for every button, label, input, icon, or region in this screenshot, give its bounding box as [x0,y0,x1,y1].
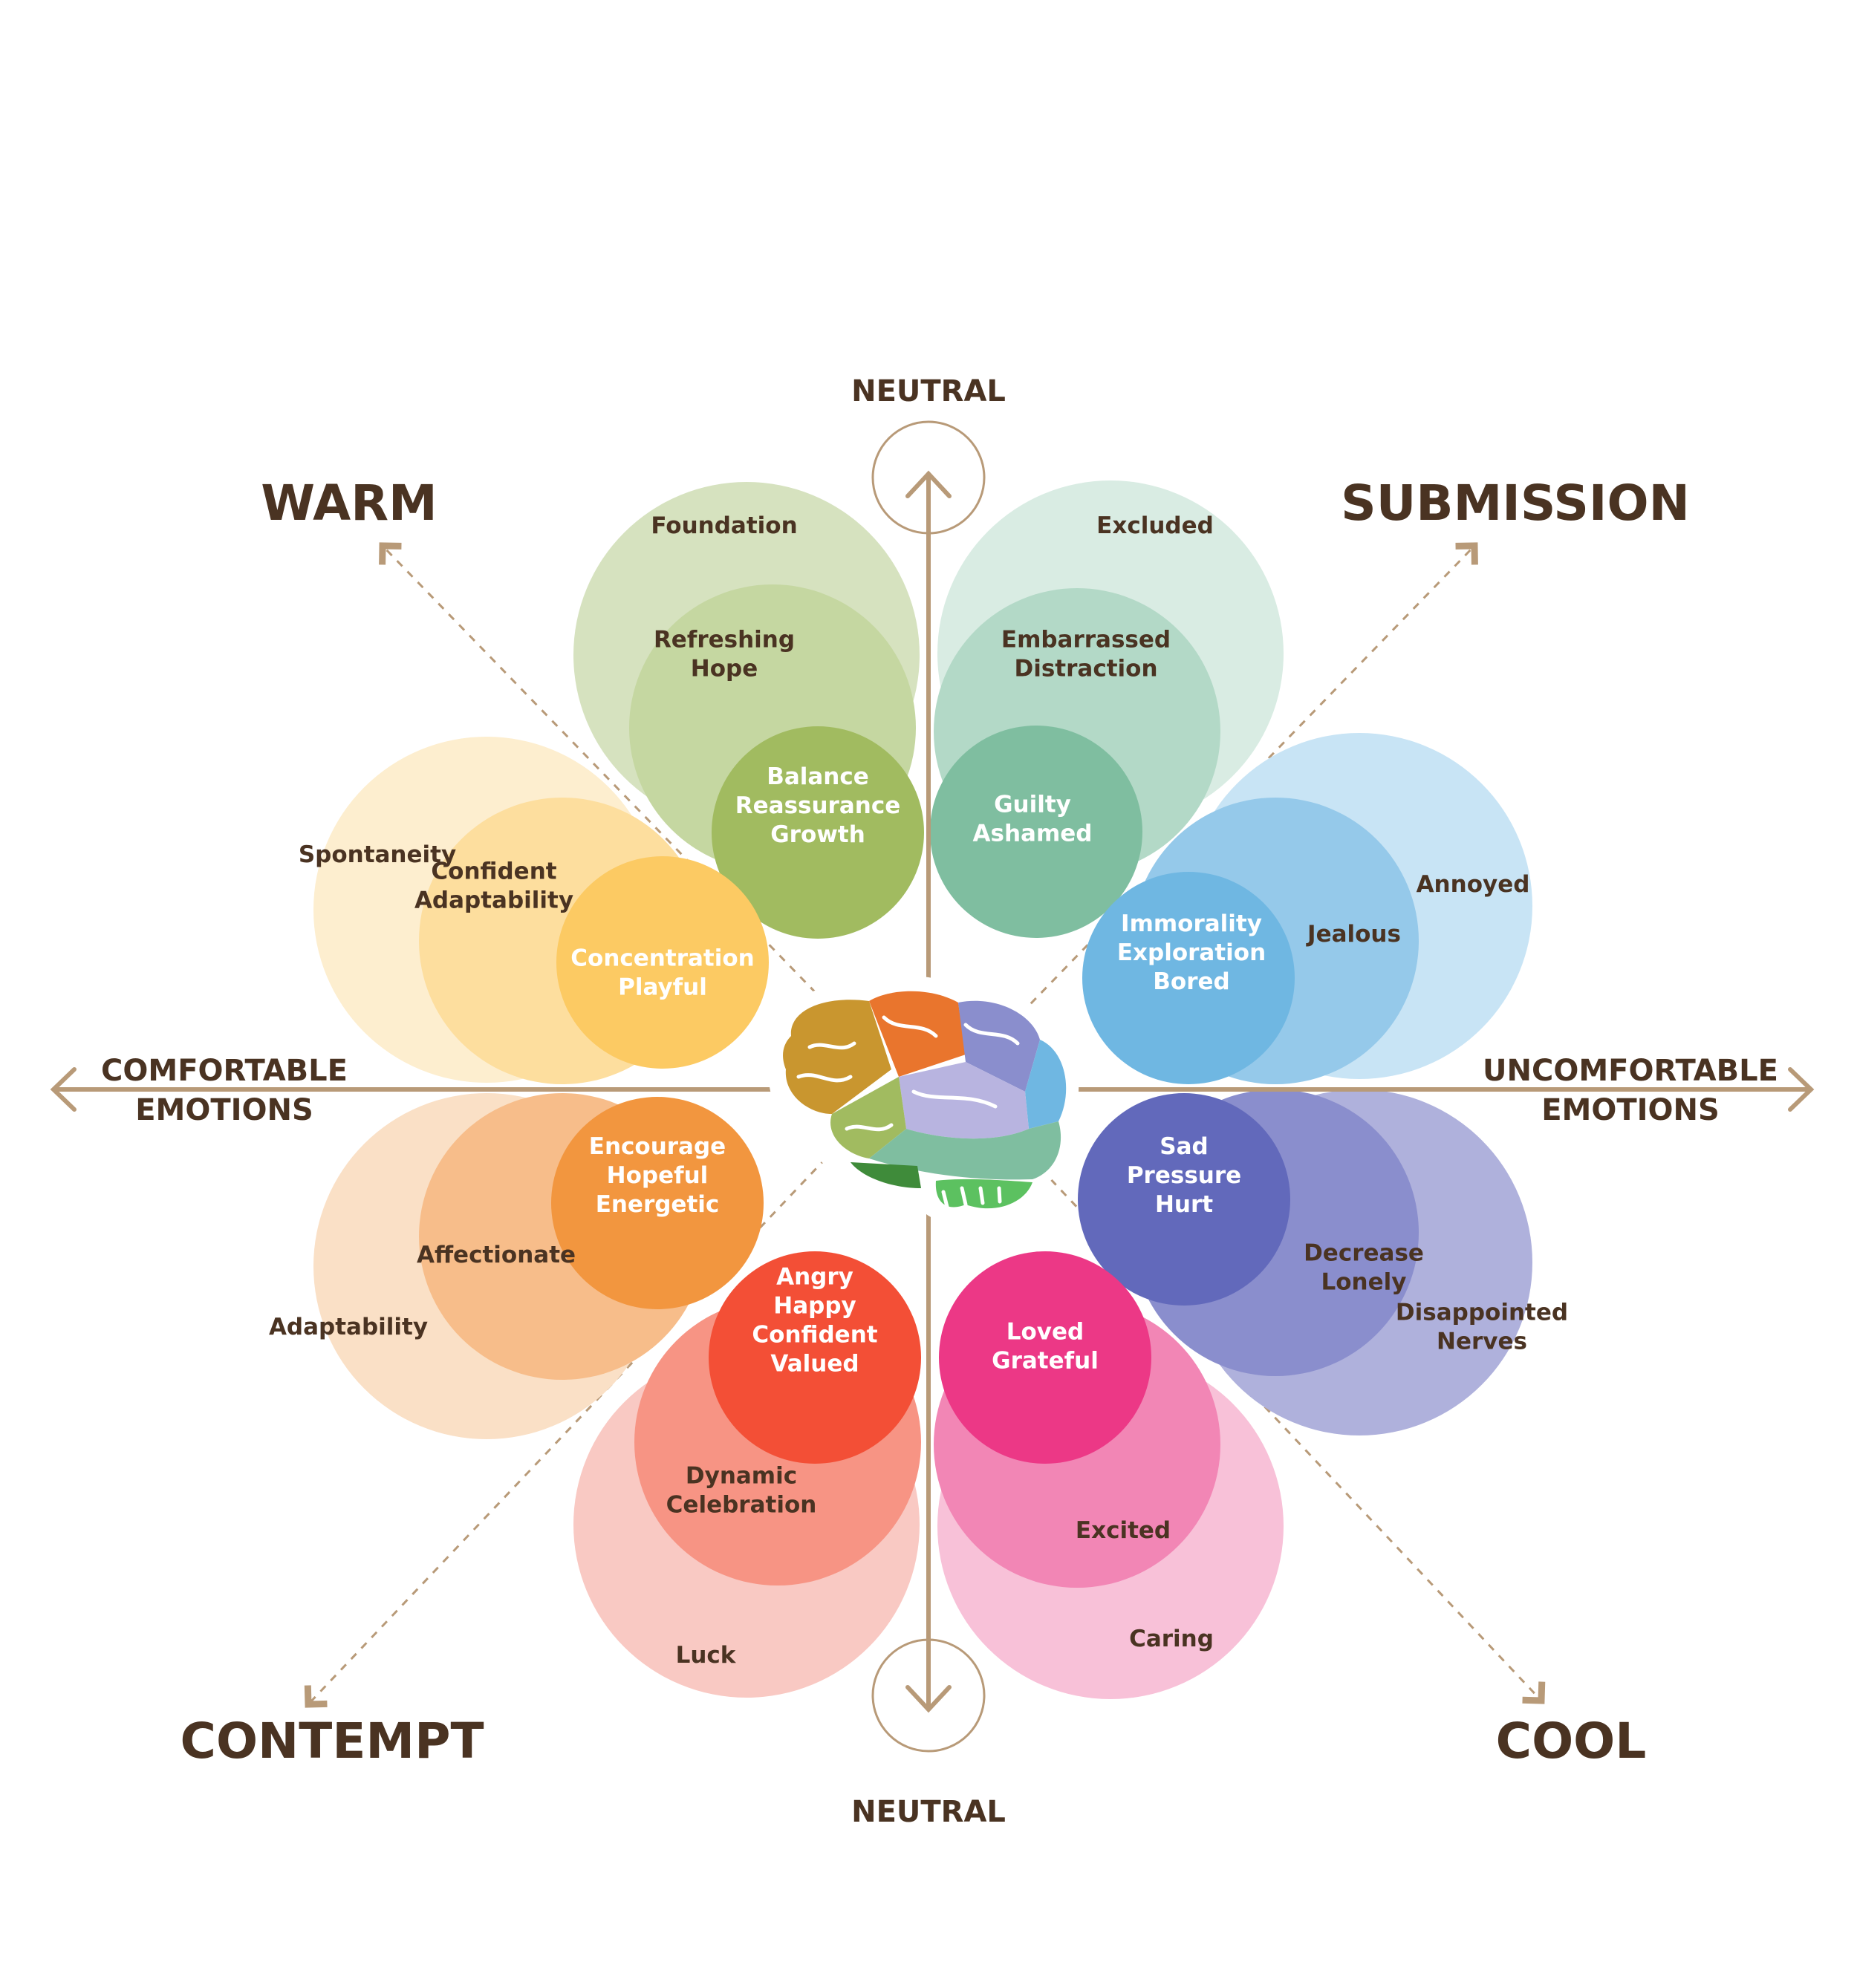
petal-yellow-inner-label: Concentration [570,945,754,972]
petal-orange-inner-label: Encourage [589,1133,726,1160]
petal-red-inner-label: Happy [773,1293,856,1320]
petal-red-inner-circle [709,1251,921,1464]
axis-bottom-label: NEUTRAL [851,1795,1006,1829]
petal-blue-middle-label: Jealous [1306,921,1401,948]
petal-blue-inner-label: Bored [1153,968,1229,995]
petal-pink-inner-circle [939,1251,1151,1464]
arrowhead-left [50,1067,77,1112]
petal-yellow-middle-label: Adaptability [414,887,573,914]
petal-blue-inner-label: Immorality [1121,910,1262,937]
petal-red-inner-label: Valued [770,1351,859,1378]
petal-purple-middle-label: Lonely [1321,1269,1407,1296]
petal-orange-inner-label: Hopeful [607,1162,709,1189]
petal-red-inner-label: Angry [776,1264,853,1291]
petal-blue-inner-circle [1082,872,1295,1084]
petal-red-middle-label: Celebration [666,1492,817,1519]
petal-green-middle-label: Refreshing [654,627,795,654]
petal-mint-middle-label: Distraction [1014,656,1157,682]
arrowhead-down [905,1685,952,1713]
petal-labels: FoundationRefreshingHopeBalanceReassuran… [269,512,1568,1669]
corner-contempt-label: CONTEMPT [181,1712,484,1770]
petal-pink-inner-label: Loved [1006,1319,1084,1346]
axis-left-label-line1: COMFORTABLE [101,1054,348,1088]
petal-green-inner-label: Balance [767,763,869,790]
petal-green-inner-circle [712,726,924,939]
axis-right-label-line2: EMOTIONS [1541,1093,1720,1127]
petal-mint-middle-label: Embarrassed [1001,627,1171,654]
arrowhead-up [905,470,952,498]
corner-warm-label: WARM [261,475,437,532]
axis-labels: NEUTRAL NEUTRAL COMFORTABLE EMOTIONS UNC… [101,374,1778,1829]
petal-blue-outer-label: Annoyed [1417,871,1530,898]
petal-purple-middle-label: Decrease [1304,1240,1424,1267]
corner-titles: WARM SUBMISSION CONTEMPT COOL [181,475,1690,1770]
petal-yellow-inner-circle [556,856,769,1069]
petal-green-outer-label: Foundation [651,512,797,539]
petal-green-middle-label: Hope [691,656,758,682]
petal-pink-outer-label: Caring [1129,1626,1214,1652]
petal-purple-outer-label: Nerves [1437,1329,1527,1355]
bottom-axis-ring [871,1638,986,1753]
petal-blue-inner-label: Exploration [1117,939,1266,966]
arrow-warm [379,542,848,1026]
petal-purple-inner-circle [1078,1093,1290,1306]
petal-yellow-outer-label: Spontaneity [299,841,456,868]
arrow-cool [1009,1135,1546,1704]
arrow-contempt [304,1135,848,1708]
petal-orange-inner-circle [551,1097,764,1309]
petal-mint-inner-label: Guilty [994,792,1071,818]
petal-pink-middle-label: Excited [1076,1517,1171,1544]
petal-red-outer-label: Luck [676,1642,737,1669]
axis-right-label-line1: UNCOMFORTABLE [1483,1054,1778,1088]
petal-purple-inner-label: Hurt [1155,1191,1213,1218]
petal-pink-inner-label: Grateful [992,1348,1099,1375]
petal-purple-outer-label: Disappointed [1396,1300,1568,1326]
arrowhead-right [1788,1067,1815,1112]
brain-icon [768,976,1079,1222]
petal-orange-outer-label: Adaptability [269,1314,428,1340]
petal-yellow-middle-label: Confident [431,858,556,885]
petal-red-inner-label: Confident [752,1322,877,1349]
corner-submission-label: SUBMISSION [1341,475,1690,532]
petal-mint-outer-label: Excluded [1096,512,1214,539]
top-axis-ring [871,420,986,535]
petal-orange-inner-label: Energetic [596,1191,720,1218]
petal-purple-inner-label: Sad [1160,1133,1208,1160]
corner-cool-label: COOL [1496,1712,1647,1770]
petal-green-inner-label: Growth [770,821,865,848]
petal-circles [313,480,1532,1699]
petal-orange-middle-label: Affectionate [417,1242,576,1268]
petal-green-inner-label: Reassurance [735,792,900,819]
petal-mint-inner-label: Ashamed [973,821,1093,847]
petal-red-middle-label: Dynamic [686,1463,797,1490]
axis-top-label: NEUTRAL [851,374,1006,408]
petal-purple-inner-label: Pressure [1127,1162,1241,1189]
petal-yellow-inner-label: Playful [618,974,707,1001]
axis-left-label-line2: EMOTIONS [135,1093,313,1127]
petal-mint-inner-circle [930,726,1142,938]
